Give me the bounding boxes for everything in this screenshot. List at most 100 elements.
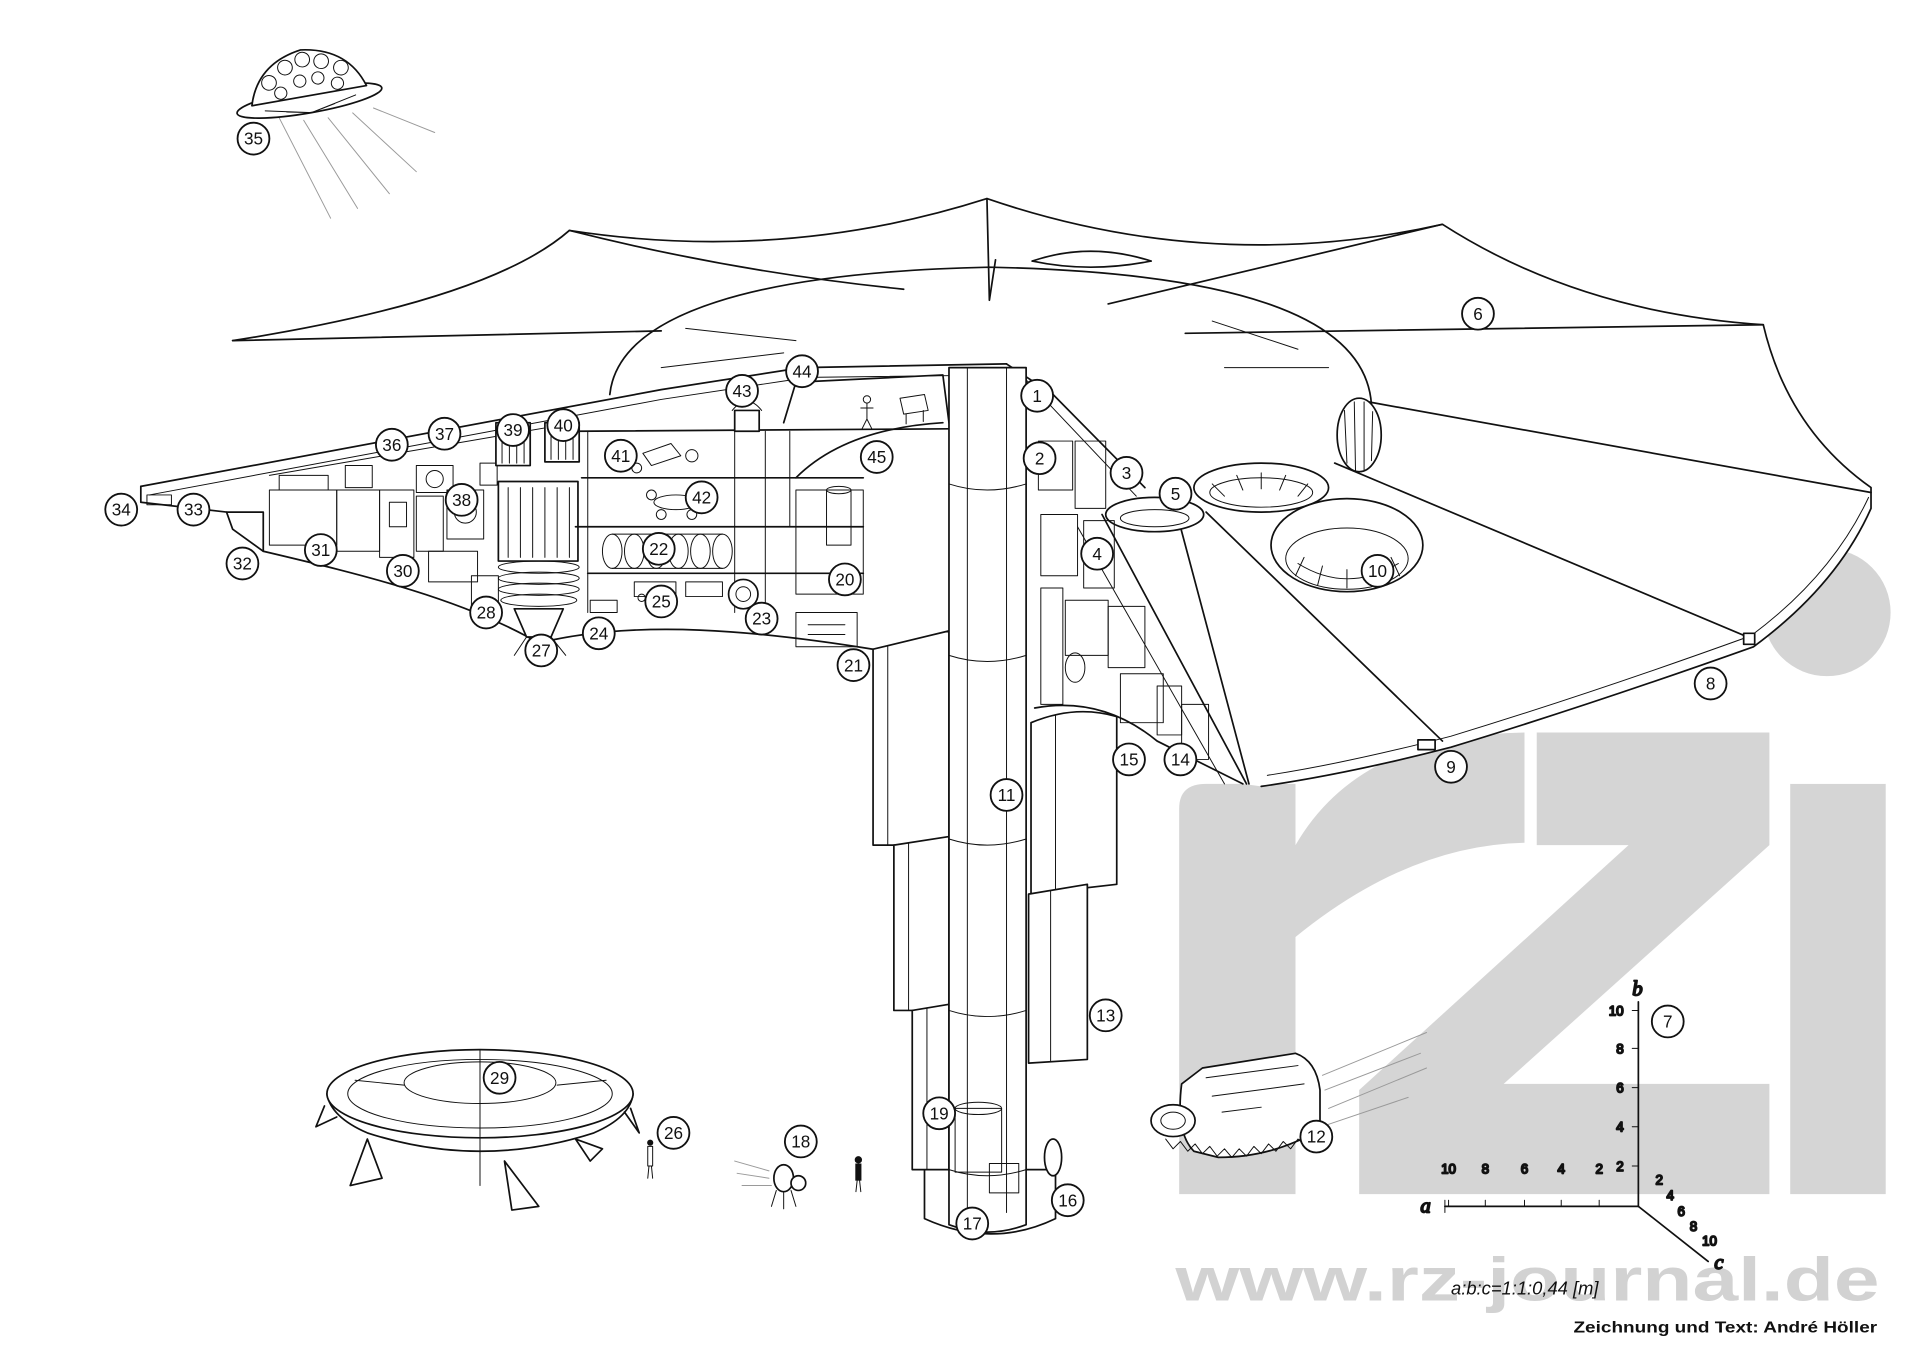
upper-dome-part: [1031, 250, 1152, 262]
callout-24: 24: [581, 616, 616, 651]
callout-number: 14: [1171, 750, 1191, 770]
callout-18: 18: [783, 1124, 818, 1159]
callout-circle: [1109, 456, 1144, 490]
b-axis-tick-label: 10: [1609, 1003, 1624, 1018]
middle-decks-part: [589, 599, 618, 613]
callout-number: 3: [1122, 463, 1132, 483]
human-figure: [854, 1156, 863, 1193]
flying-saucer-35-part-part: [330, 76, 345, 90]
middle-decks: [574, 374, 950, 648]
callout-33: 33: [176, 492, 211, 527]
roof-window-part: [1336, 397, 1383, 473]
callout-number: 42: [692, 488, 711, 508]
vehicle-12-part: [1321, 1032, 1428, 1125]
callout-number: 5: [1171, 484, 1181, 504]
callout-23: 23: [744, 601, 779, 636]
tension-roof-part: [1174, 507, 1250, 785]
callout-circle: [1020, 378, 1054, 413]
power-machine-part: [500, 593, 578, 607]
callout-number: 19: [930, 1103, 949, 1123]
central-tower-part: [1030, 710, 1118, 895]
callout-circle: [546, 408, 581, 442]
b-axis-tick-label: 2: [1616, 1159, 1623, 1174]
a-axis-tick-label: 10: [1441, 1161, 1456, 1176]
callout-39: 39: [496, 413, 530, 447]
callout-circle: [444, 483, 479, 517]
callout-4: 4: [1080, 536, 1114, 571]
a-axis-tick-label: 6: [1521, 1161, 1528, 1176]
callout-circle: [1360, 554, 1395, 588]
callout-circle: [236, 121, 271, 156]
callout-12: 12: [1299, 1119, 1334, 1154]
upper-dome-part: [685, 327, 797, 342]
callout-number: 27: [532, 641, 551, 661]
vehicle-12-part: [1160, 1111, 1186, 1130]
central-tower-part: [988, 1163, 1020, 1194]
upper-dome-part: [1031, 260, 1152, 268]
callout-28: 28: [469, 595, 503, 630]
human-figure-part: [647, 1139, 654, 1146]
central-tower-part: [948, 838, 1027, 846]
tension-roof-part: [1333, 462, 1755, 641]
middle-decks-part: [587, 430, 791, 613]
callout-41: 41: [603, 438, 638, 473]
c-axis-tick-label: 8: [1690, 1219, 1697, 1234]
landing-platform-29: [315, 1048, 641, 1211]
callout-number: 34: [112, 500, 132, 520]
callout-circle: [785, 354, 819, 389]
callout-9: 9: [1434, 749, 1468, 784]
human-figure-part: [647, 1165, 654, 1179]
callout-circle: [303, 533, 338, 567]
flying-saucer-35-part-part: [294, 51, 311, 68]
callout-40: 40: [546, 408, 581, 442]
callout-number: 41: [611, 446, 630, 466]
flying-saucer-35-part-part: [274, 86, 288, 100]
power-machine-part: [497, 582, 580, 596]
callout-circle: [496, 413, 530, 447]
callout-5: 5: [1158, 476, 1193, 511]
tension-roof-part: [231, 330, 663, 342]
flying-saucer-35-part-part: [264, 94, 357, 114]
middle-decks-part: [826, 489, 852, 546]
right-wing-section-part: [1064, 652, 1086, 683]
a-axis-tick-label: 2: [1595, 1161, 1602, 1176]
c-axis-tick-label: 6: [1678, 1204, 1685, 1219]
middle-decks-part: [574, 427, 950, 433]
callout-circle: [859, 440, 894, 474]
power-machine: [495, 421, 581, 662]
callout-10: 10: [1360, 554, 1395, 588]
callout-circle: [386, 554, 420, 588]
left-wing-section-part: [415, 465, 454, 493]
callout-circle: [427, 416, 462, 451]
credit-line: Zeichnung und Text: André Höller: [1573, 1319, 1877, 1336]
callout-circle: [783, 1124, 818, 1159]
callout-number: 18: [791, 1132, 810, 1152]
central-tower: [872, 366, 1118, 1235]
platform-opening-10-part: [1285, 527, 1409, 590]
callout-circle: [1158, 476, 1193, 511]
callout-1: 1: [1020, 378, 1054, 413]
callout-13: 13: [1088, 998, 1123, 1033]
callout-37: 37: [427, 416, 462, 451]
flying-saucer-35-part: [278, 107, 436, 219]
callout-circle: [656, 1116, 691, 1150]
left-wing-section-part: [344, 465, 373, 489]
middle-decks-part: [685, 581, 723, 598]
callout-32: 32: [225, 546, 260, 581]
callout-circle: [581, 616, 616, 651]
callout-circle: [1461, 296, 1495, 331]
b-axis-tick-label: 4: [1616, 1120, 1624, 1135]
callout-circle: [955, 1206, 990, 1241]
callout-22: 22: [641, 531, 676, 566]
upper-dome-part: [660, 352, 785, 369]
roof-window: [1336, 397, 1383, 473]
right-wing-section-part: [1101, 513, 1248, 785]
upper-dome: [608, 250, 1373, 406]
callout-circle: [744, 601, 779, 636]
callout-number: 16: [1058, 1190, 1077, 1210]
callout-number: 20: [835, 570, 854, 590]
callout-number: 28: [477, 603, 496, 623]
central-tower-part: [948, 1009, 1027, 1017]
flying-saucer-35-part-part: [277, 59, 293, 76]
